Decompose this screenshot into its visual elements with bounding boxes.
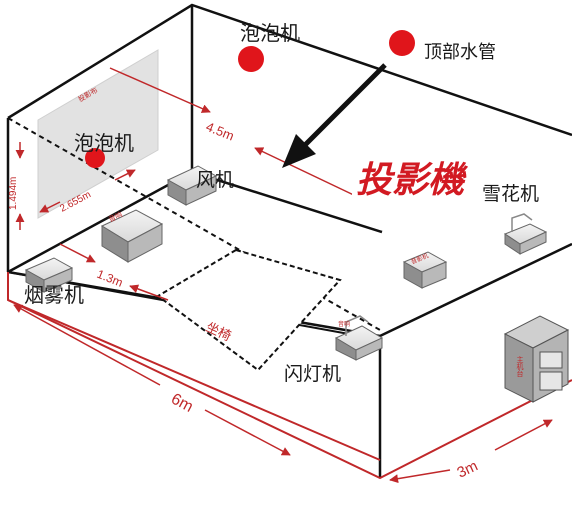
rack-label: 主机台 [516,355,524,378]
fan-label: 风机 [196,169,234,191]
dim-4-5-label: 4.5m [204,119,236,144]
speaker-large-box: 音响 [100,209,164,263]
dim-2-655-line-2 [114,169,136,181]
bubble-machine-left-marker [85,148,105,168]
dim-6-line-2 [204,409,291,456]
fog-machine-label: 烟雾机 [24,283,84,307]
fan-box [166,165,218,206]
strobe-label: 闪灯机 [284,363,341,385]
dim-2-655-line [39,201,61,213]
dim-1-3-label: 1.3m [95,267,125,290]
main-rack: 主机台 [503,315,570,403]
dim-1-494-label: 1.494m [8,177,19,210]
dim-4-5-line [109,67,211,113]
snow-machine-box [503,213,548,255]
dim-3-line [389,469,451,484]
ceiling-pipe-label: 顶部水管 [424,42,496,63]
seating-area [156,248,342,372]
pointer-arrow [282,63,387,168]
speaker-projector-box: 音影机 [402,251,448,289]
dim-1-3-line [59,243,96,263]
dim-1-3-line-2 [129,284,169,301]
projector-label: 投影機 [356,159,469,201]
dim-3-label: 3m [455,457,481,481]
strobe-box: 音响 [334,315,384,361]
projection-screen [37,49,159,219]
dim-6-line [13,304,161,386]
snow-machine-label: 雪花机 [482,183,539,205]
floor-outline [7,272,572,480]
dim-6-label: 6m [168,391,196,416]
bubble-machine-top-label: 泡泡机 [240,21,300,45]
bubble-machine-left-label: 泡泡机 [74,131,134,155]
room-walls [6,3,572,478]
speaker-small-label: 音响 [338,320,350,328]
bubble-machine-top-marker [238,46,264,72]
dim-4-5-line-2 [254,147,361,199]
ceiling-pipe-marker [389,30,415,56]
fog-machine-box [24,257,74,293]
projector-label-bg [352,150,480,202]
dim-3-line-2 [494,419,553,451]
